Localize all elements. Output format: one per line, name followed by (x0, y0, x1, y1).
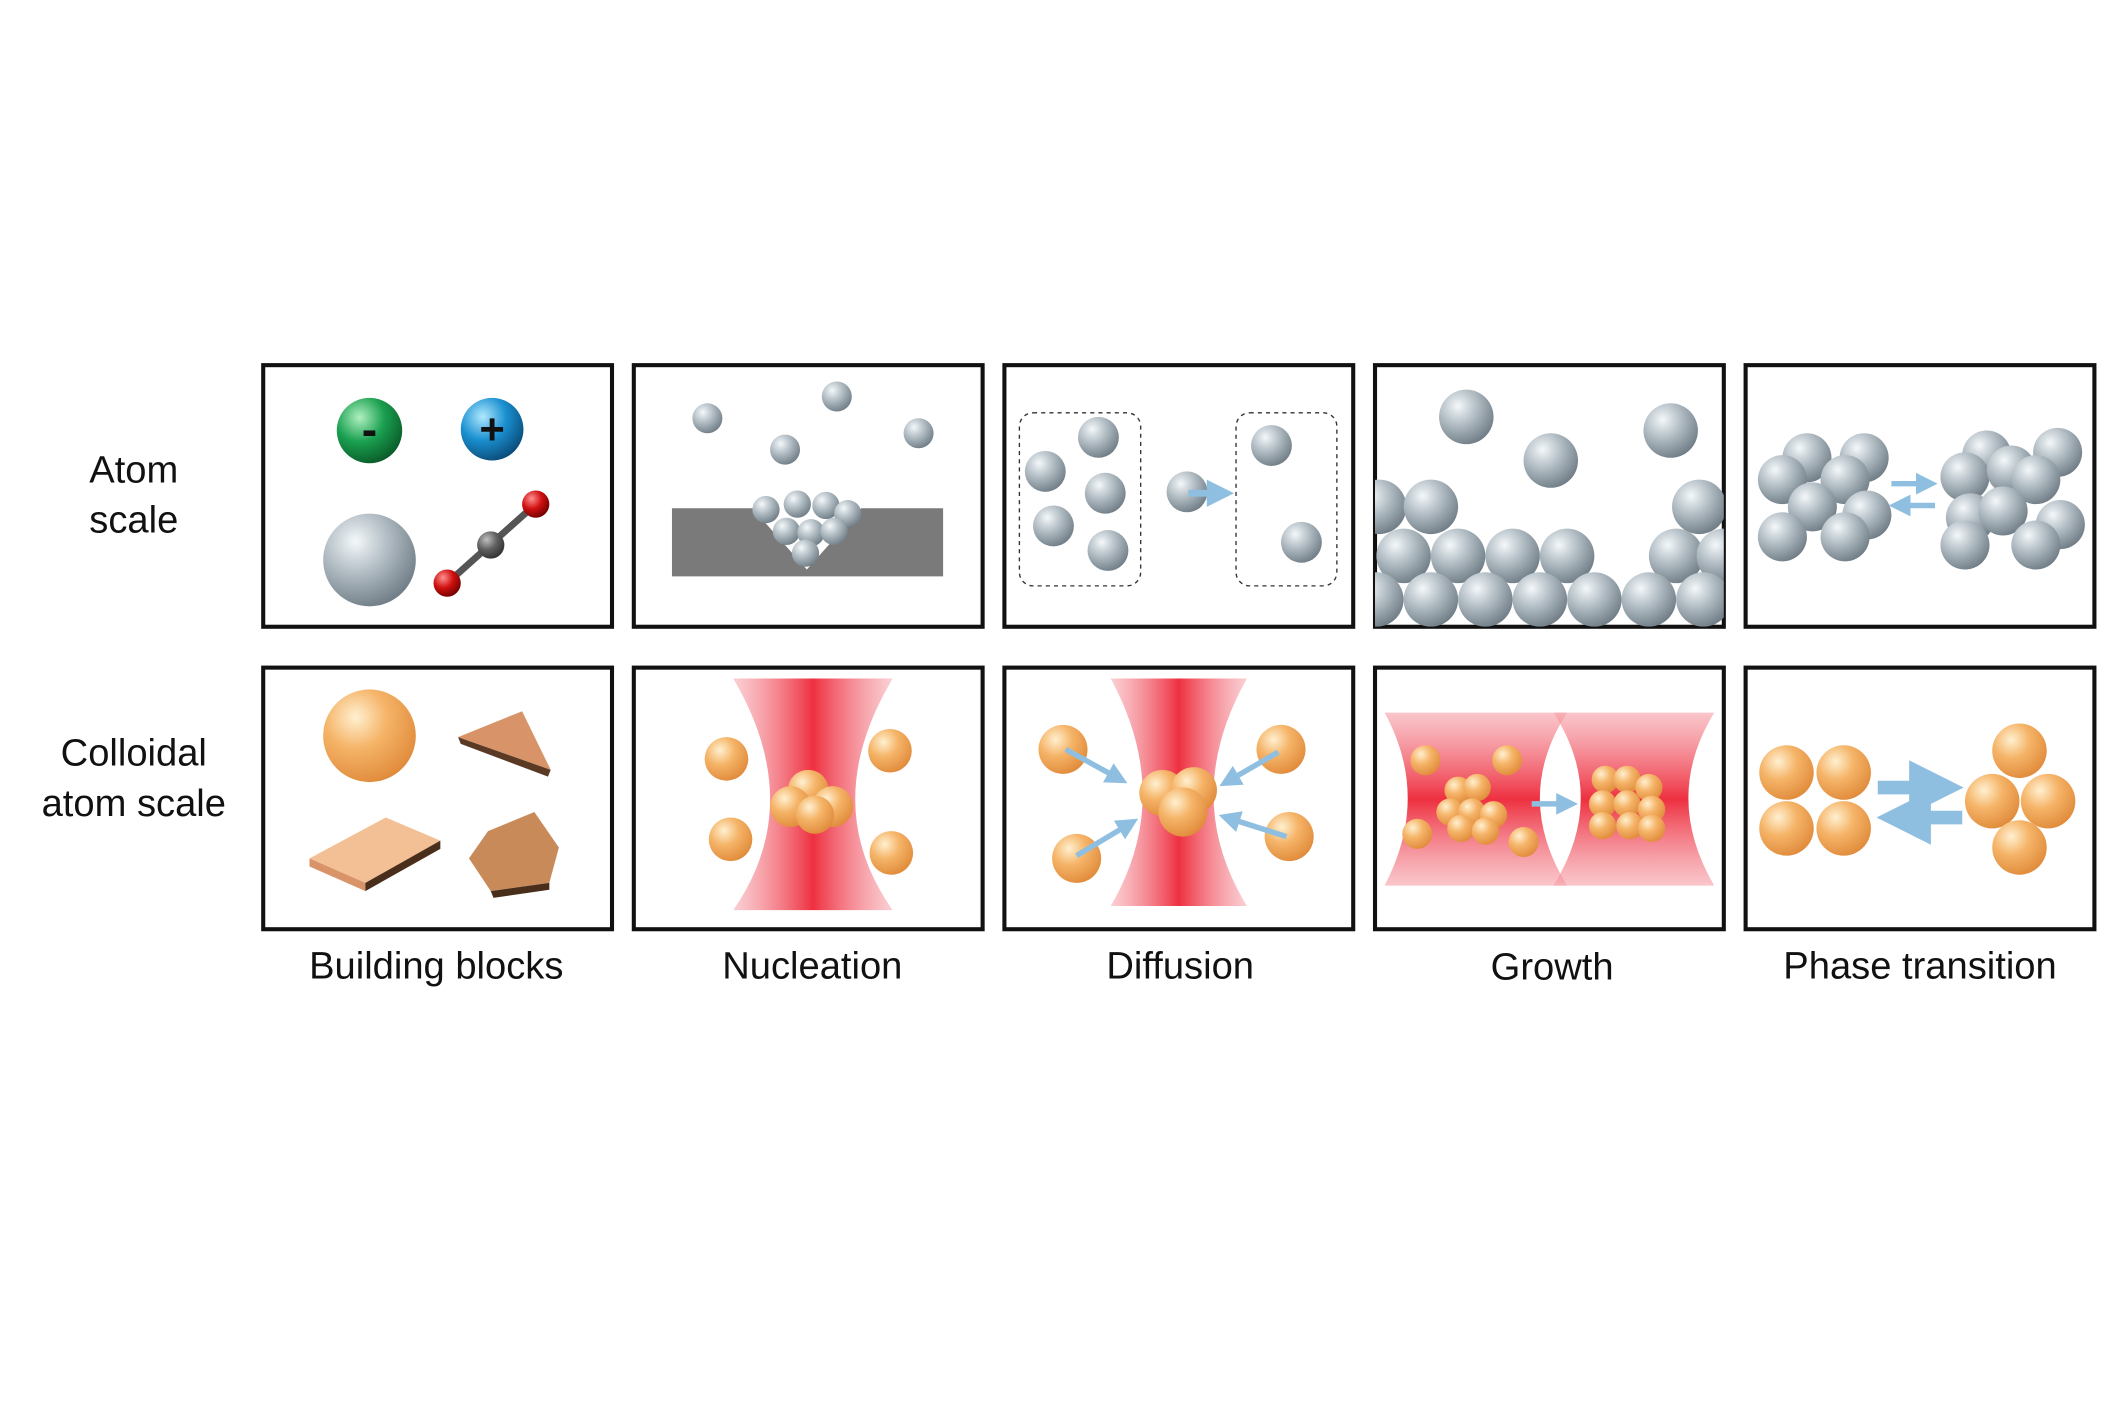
panel-atom-phase-transition (1743, 363, 2097, 629)
plus-sign: + (479, 406, 504, 454)
column-label-phase-transition: Phase transition (1783, 944, 2056, 987)
column-label-building-blocks: Building blocks (309, 944, 563, 987)
panel-colloid-nucleation (631, 665, 985, 932)
minus-sign: - (362, 404, 377, 456)
panel-atom-building-blocks: - + (261, 363, 615, 629)
atom-sphere (323, 513, 416, 607)
row-label-colloidal-line1: Colloidal (61, 732, 207, 775)
anion-sphere (336, 397, 403, 464)
panel-atom-diffusion (1002, 363, 1356, 629)
panel-colloid-phase-transition (1743, 665, 2097, 932)
row-label-atom-line2: scale (89, 499, 178, 542)
row-label-atom-line1: Atom (89, 448, 178, 491)
column-label-nucleation: Nucleation (722, 944, 902, 987)
panel-atom-nucleation (631, 363, 985, 629)
substrate (671, 508, 944, 577)
column-label-diffusion: Diffusion (1106, 944, 1254, 987)
panel-colloid-growth (1372, 665, 1726, 932)
cation-sphere (460, 397, 524, 461)
panel-colloid-building-blocks (261, 665, 615, 932)
column-label-growth: Growth (1491, 946, 1614, 989)
panel-atom-growth (1372, 363, 1726, 629)
row-label-colloidal-line2: atom scale (42, 782, 226, 825)
colloid-sphere (323, 689, 416, 783)
panel-colloid-diffusion (1002, 665, 1356, 932)
co2-molecule (433, 490, 550, 597)
